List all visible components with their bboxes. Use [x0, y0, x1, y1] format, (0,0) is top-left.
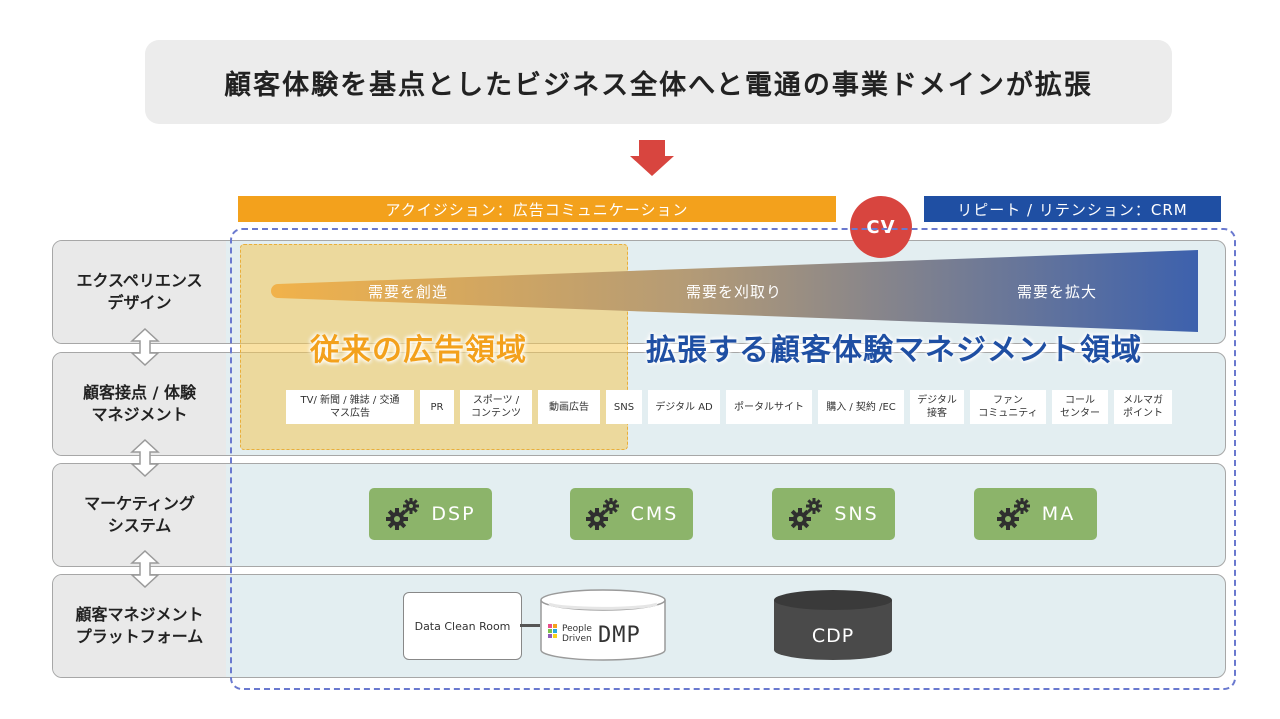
- acquisition-bar: アクイジション：広告コミュニケーション: [238, 196, 836, 222]
- touchpoint-list: TV/ 新聞 / 雑誌 / 交通 マス広告 PR スポーツ / コンテンツ 動画…: [286, 390, 1172, 424]
- touchpoint-chip: ポータルサイト: [726, 390, 812, 424]
- touchpoint-chip: 動画広告: [538, 390, 600, 424]
- touchpoint-chip: PR: [420, 390, 454, 424]
- touchpoint-chip: 購入 / 契約 /EC: [818, 390, 904, 424]
- demand-harvest-label: 需要を刈取り: [686, 283, 783, 301]
- touchpoint-chip: デジタル 接客: [910, 390, 964, 424]
- expanded-cx-area-label: 拡張する顧客体験マネジメント領域: [646, 333, 1142, 368]
- cdp-label: CDP: [811, 625, 855, 647]
- row-label-touchpoint-management: 顧客接点 / 体験 マネジメント: [53, 353, 226, 455]
- touchpoint-chip: スポーツ / コンテンツ: [460, 390, 532, 424]
- connector-line: [520, 624, 540, 627]
- system-label: CMS: [630, 503, 679, 525]
- dmp-small-label: People Driven: [562, 624, 592, 644]
- page-title: 顧客体験を基点としたビジネス全体へと電通の事業ドメインが拡張: [145, 40, 1172, 124]
- gears-icon: [585, 498, 619, 530]
- updown-arrow-icon: [130, 328, 160, 366]
- updown-arrow-icon: [130, 439, 160, 477]
- gears-icon: [386, 498, 420, 530]
- system-cms: CMS: [570, 488, 693, 540]
- touchpoint-chip: コール センター: [1052, 390, 1108, 424]
- cdp-cylinder: [774, 590, 892, 660]
- demand-create-label: 需要を創造: [368, 283, 449, 301]
- touchpoint-chip: SNS: [606, 390, 642, 424]
- demand-expand-label: 需要を拡大: [1017, 283, 1098, 301]
- system-dsp: DSP: [369, 488, 492, 540]
- row-label-marketing-system: マーケティング システム: [53, 464, 226, 566]
- system-label: DSP: [431, 503, 476, 525]
- row-label-experience-design: エクスペリエンス デザイン: [53, 241, 226, 343]
- system-label: SNS: [834, 503, 879, 525]
- down-arrow-icon: [630, 140, 674, 176]
- touchpoint-chip: ファン コミュニティ: [970, 390, 1046, 424]
- gears-icon: [789, 498, 823, 530]
- dmp-logo-text: DMP: [598, 623, 641, 648]
- system-label: MA: [1041, 503, 1076, 525]
- system-ma: MA: [974, 488, 1097, 540]
- people-driven-dmp-cylinder: [540, 589, 666, 661]
- row-label-customer-platform: 顧客マネジメント プラットフォーム: [53, 575, 226, 677]
- traditional-ad-area-label: 従来の広告領域: [310, 333, 527, 368]
- demand-wedge: [271, 250, 1198, 332]
- touchpoint-chip: TV/ 新聞 / 雑誌 / 交通 マス広告: [286, 390, 414, 424]
- touchpoint-chip: デジタル AD: [648, 390, 720, 424]
- gears-icon: [996, 498, 1030, 530]
- repeat-retention-bar: リピート / リテンション：CRM: [924, 196, 1221, 222]
- cv-badge: CV: [850, 196, 912, 258]
- system-sns: SNS: [772, 488, 895, 540]
- touchpoint-chip: メルマガ ポイント: [1114, 390, 1172, 424]
- updown-arrow-icon: [130, 550, 160, 588]
- data-clean-room-box: Data Clean Room: [403, 592, 522, 660]
